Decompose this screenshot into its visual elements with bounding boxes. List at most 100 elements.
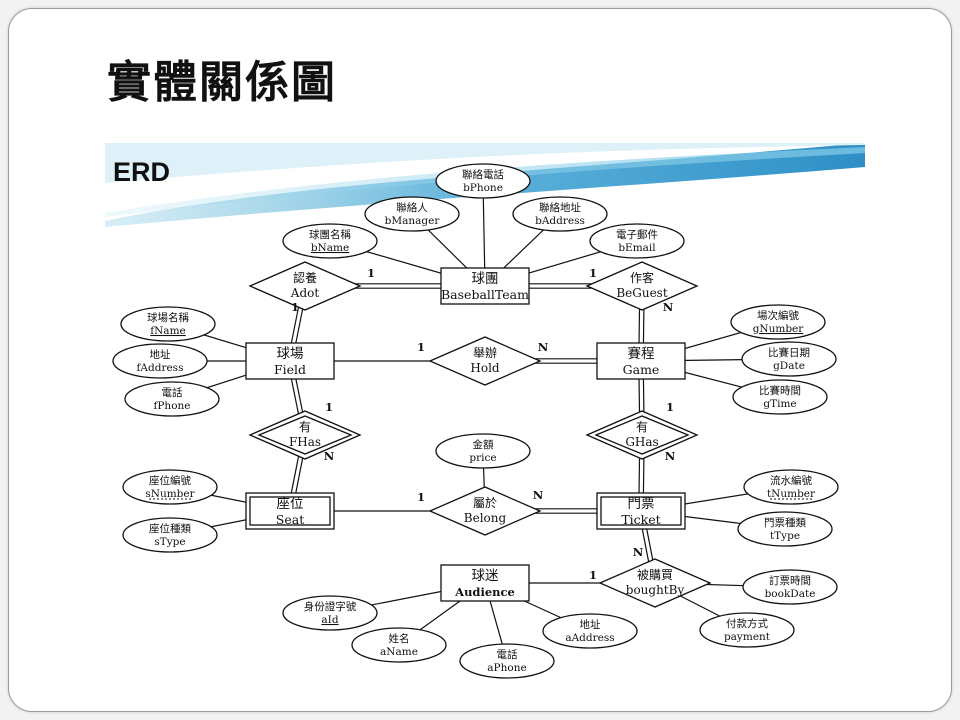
attribute-zh: 場次編號 — [757, 309, 799, 322]
entity-en: Ticket — [621, 512, 660, 527]
attribute-zh: 身份證字號 — [304, 600, 357, 613]
entity-en: Audience — [454, 585, 515, 599]
attribute-zh: 電子郵件 — [616, 229, 658, 241]
attribute-en: fPhone — [153, 400, 190, 412]
cardinality-label: 1 — [325, 400, 333, 414]
attribute-ellipse — [120, 306, 216, 342]
diagram-shapes: 聯絡電話bPhone聯絡人bManager聯絡地址bAddress球團名稱bNa… — [112, 163, 839, 679]
attribute-ellipse — [282, 223, 378, 259]
relationship-zh: 被購買 — [637, 568, 673, 582]
attribute-en: bPhone — [463, 182, 503, 194]
attribute-en: aAddress — [565, 632, 614, 644]
attribute-ellipse — [435, 433, 531, 469]
relationship-diamond — [428, 486, 542, 536]
attribute-ellipse — [730, 304, 826, 340]
attribute-en: tType — [770, 530, 800, 542]
attribute-en: fAddress — [137, 362, 184, 374]
entity-rect — [245, 342, 335, 380]
attribute-en: sNumber — [145, 488, 195, 500]
attribute-zh: 座位種類 — [149, 522, 191, 535]
entity-en: Seat — [276, 512, 304, 527]
attribute-en: tNumber — [767, 488, 816, 500]
weak-entity-inner-rect — [249, 496, 331, 526]
entity-en: Game — [623, 362, 660, 377]
cardinality-label: 1 — [417, 490, 425, 504]
attribute-en: aId — [321, 614, 338, 626]
relationship-en: GHas — [625, 435, 658, 449]
erd-label: ERD — [113, 157, 171, 187]
attribute-zh: 金額 — [473, 438, 494, 451]
attribute-ellipse — [459, 643, 555, 679]
attribute-ellipse — [122, 517, 218, 553]
entity-zh: 賽程 — [628, 345, 655, 362]
attribute-zh: 聯絡人 — [396, 201, 428, 214]
attribute-en: bManager — [385, 215, 441, 227]
attribute-en: bName — [311, 242, 349, 254]
relationship-zh: 有 — [636, 420, 648, 434]
attribute-ellipse — [112, 343, 208, 379]
attribute-zh: 比賽日期 — [768, 346, 810, 359]
cardinality-label: N — [663, 300, 674, 314]
attribute-ellipse — [122, 469, 218, 505]
cardinality-label: 1 — [589, 568, 597, 582]
relationship-diamond — [248, 261, 362, 311]
attribute-ellipse — [743, 469, 839, 505]
relationship-diamond — [598, 558, 712, 608]
entity-en: BaseballTeam — [441, 287, 529, 302]
cardinality-label: 1 — [417, 340, 425, 354]
slide-title: 實體關係圖 — [107, 57, 337, 108]
identifying-inner-diamond — [257, 415, 353, 455]
cardinality-label: 1 — [367, 266, 375, 280]
relationship-zh: 有 — [299, 420, 311, 434]
attribute-zh: 電話 — [497, 648, 518, 661]
relationship-diamond — [585, 261, 699, 311]
attribute-ellipse — [741, 341, 837, 377]
entity-zh: 座位 — [277, 496, 304, 512]
attribute-zh: 地址 — [580, 618, 601, 631]
attribute-zh: 聯絡地址 — [539, 201, 581, 214]
erd-canvas: 聯絡電話bPhone聯絡人bManager聯絡地址bAddress球團名稱bNa… — [105, 143, 865, 681]
relationship-zh: 作客 — [630, 270, 654, 285]
attribute-ellipse — [435, 163, 531, 199]
cardinality-label: 1 — [666, 400, 674, 414]
attribute-en: bookDate — [765, 588, 816, 600]
attribute-en: sType — [154, 536, 185, 548]
attribute-ellipse — [742, 569, 838, 605]
attribute-zh: 地址 — [150, 348, 171, 361]
entity-rect — [440, 267, 530, 305]
entity-rect — [440, 564, 530, 602]
attribute-ellipse — [124, 381, 220, 417]
attribute-zh: 座位編號 — [149, 474, 191, 487]
cardinality-label: N — [665, 449, 676, 463]
entity-zh: 球團 — [472, 271, 499, 287]
cardinality-label: N — [324, 449, 335, 463]
relationship-en: boughtBy — [626, 583, 685, 597]
attribute-ellipse — [364, 196, 460, 232]
attribute-ellipse — [351, 627, 447, 663]
relationship-diamond — [428, 336, 542, 386]
relationship-zh: 舉辦 — [473, 346, 497, 360]
